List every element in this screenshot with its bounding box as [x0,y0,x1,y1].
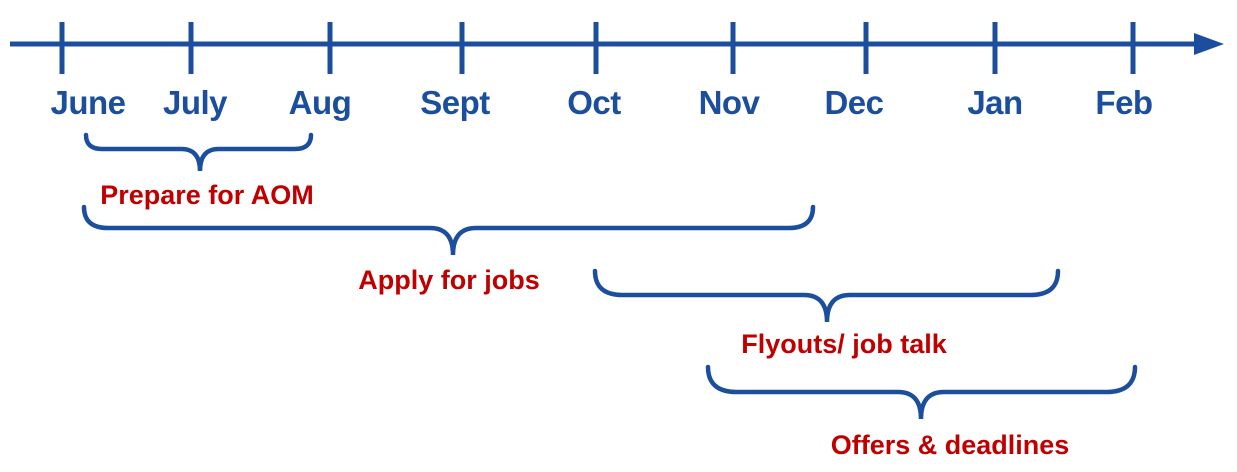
timeline-arrowhead-icon [1194,33,1224,55]
month-label-jan: Jan [967,84,1023,121]
phase-label-apply-for-jobs: Apply for jobs [358,265,540,295]
month-label-june: June [50,84,126,121]
month-label-sept: Sept [420,84,490,121]
phase-label-prepare-for-aom: Prepare for AOM [100,180,314,210]
phase-brace [705,364,1138,420]
phase-label-flyouts-job-talk: Flyouts/ job talk [741,329,947,359]
month-label-july: July [162,84,228,121]
phase-brace [592,268,1061,323]
month-label-feb: Feb [1095,84,1153,121]
month-label-nov: Nov [698,84,760,121]
phase-brace [81,204,816,256]
month-label-aug: Aug [288,84,352,121]
month-label-dec: Dec [824,84,884,121]
phase-label-offers-deadlines: Offers & deadlines [830,430,1070,460]
phase-brace [83,132,314,172]
month-label-oct: Oct [567,84,621,121]
